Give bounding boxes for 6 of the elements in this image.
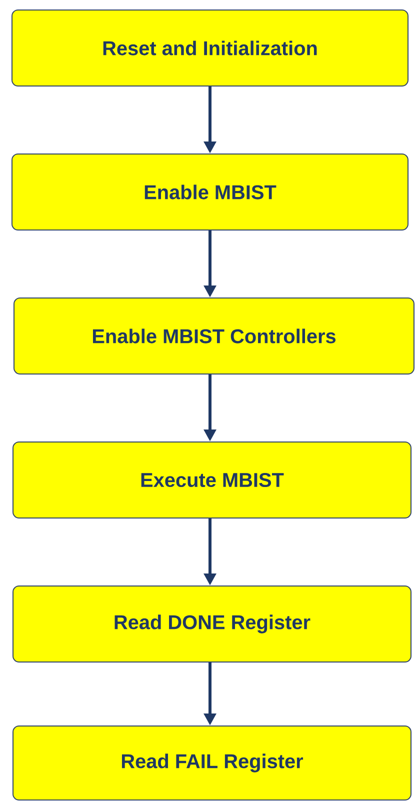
process-box: Read DONE Register <box>12 586 412 662</box>
process-box: Read FAIL Register <box>12 726 412 800</box>
process-box: Enable MBIST Controllers <box>14 298 414 374</box>
process-box: Enable MBIST <box>12 154 408 230</box>
process-box: Execute MBIST <box>12 442 412 518</box>
process-box: Reset and Initialization <box>12 10 408 86</box>
